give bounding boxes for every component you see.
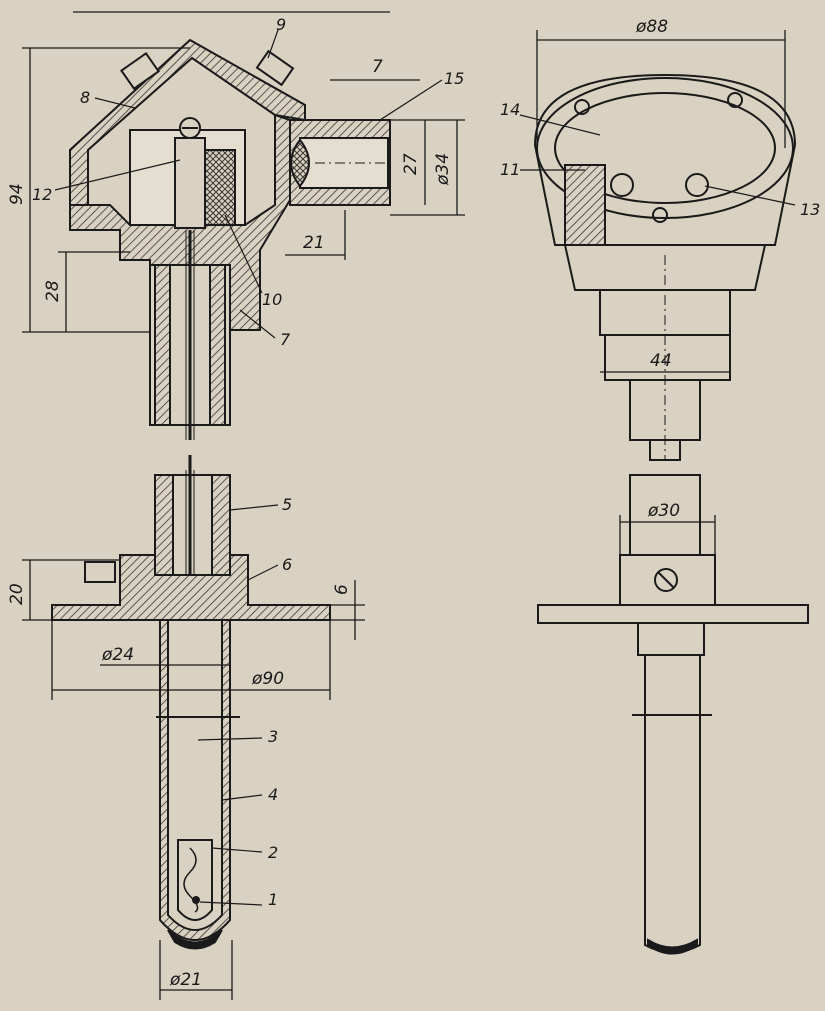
dim-7-top: 7 [372, 57, 383, 77]
locking-screw [654, 568, 678, 592]
lid-screw-9 [255, 49, 295, 87]
callout-11: 11 [500, 160, 520, 179]
cover-screw-right [727, 92, 743, 108]
lower-sheath [637, 622, 705, 656]
callout-10: 10 [262, 290, 282, 309]
callout-2: 2 [268, 843, 278, 862]
dim-d24: ø24 [101, 645, 134, 665]
dim-94: 94 [7, 183, 27, 205]
callout-6: 6 [282, 555, 292, 574]
head-cover [69, 38, 306, 217]
dim-44: 44 [650, 351, 672, 371]
dim-6: 6 [332, 584, 352, 595]
dim-d90: ø90 [251, 669, 284, 689]
terminal-13 [685, 173, 709, 197]
dimension-lines [22, 11, 786, 1000]
dim-d21-tip: ø21 [169, 970, 202, 990]
callout-7: 7 [280, 330, 291, 349]
callout-1: 1 [268, 890, 278, 909]
callout-8: 8 [80, 88, 90, 107]
callout-leaders [54, 29, 796, 906]
dimension-texts: ø88 ø34 27 7 94 28 21 44 ø30 20 6 ø24 ø9… [7, 17, 680, 990]
callout-12: 12 [32, 185, 52, 204]
cover-screw-left [574, 99, 590, 115]
left-sectional-view [51, 38, 391, 950]
terminal-12b [610, 173, 634, 197]
dim-d88: ø88 [635, 17, 668, 37]
dim-21-nipple: 21 [303, 233, 325, 253]
terminal-block [204, 149, 236, 226]
dim-d30: ø30 [647, 501, 680, 521]
callout-9: 9 [276, 15, 286, 34]
dim-28: 28 [43, 280, 63, 302]
callout-5: 5 [282, 495, 292, 514]
callout-14: 14 [500, 100, 520, 119]
callout-13: 13 [800, 200, 820, 219]
head-neck [563, 244, 767, 291]
dim-27: 27 [401, 153, 421, 175]
hot-junction [177, 839, 213, 921]
cover-screw-bottom [652, 207, 668, 223]
dim-d34: ø34 [433, 153, 453, 186]
dim-20: 20 [7, 583, 27, 605]
callout-4: 4 [268, 785, 278, 804]
callout-15: 15 [444, 69, 464, 88]
flange-plate [537, 604, 809, 624]
callout-numbers: 1 2 3 4 5 6 7 8 9 10 11 12 13 14 15 [32, 15, 820, 909]
lid-screw-8 [120, 51, 160, 91]
right-exterior-view [533, 73, 809, 955]
callout-3: 3 [268, 727, 278, 746]
